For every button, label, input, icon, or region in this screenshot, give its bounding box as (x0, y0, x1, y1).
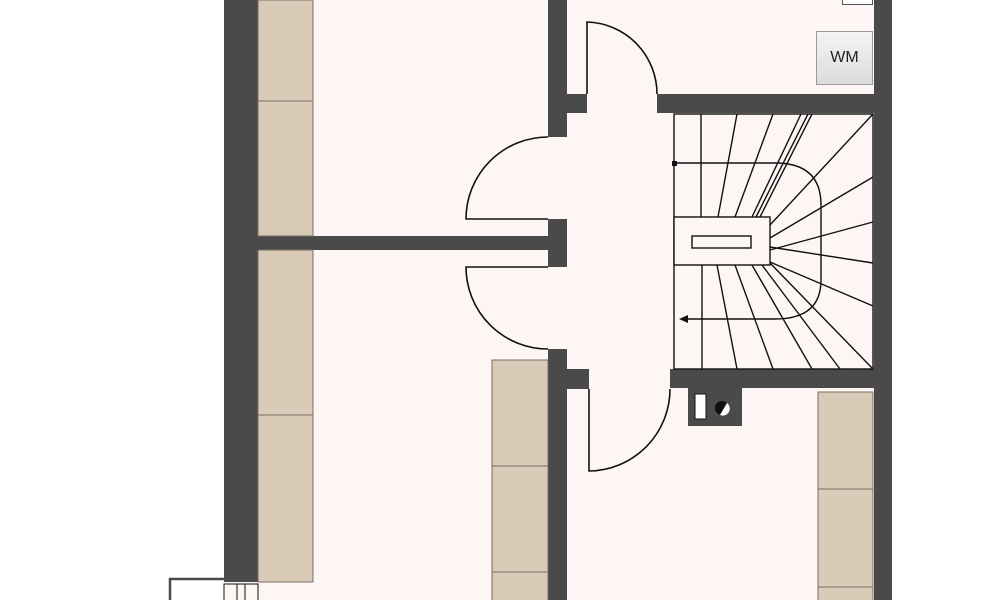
switch-icon (694, 393, 707, 420)
washing-machine[interactable]: WM (816, 31, 873, 85)
right-outer-wall (874, 0, 892, 600)
central-wall-stub-top (567, 94, 587, 113)
stair-start-marker (672, 161, 677, 166)
entrance-detail (168, 577, 224, 600)
door-lower-left-room[interactable] (465, 266, 549, 350)
central-wall-top (548, 0, 567, 137)
left-partition-wall (258, 236, 548, 250)
top-right-fixture (842, 0, 873, 5)
washing-machine-label: WM (830, 49, 859, 66)
outlet-icon-highlight (720, 403, 730, 416)
cabinets-upper-left (257, 0, 314, 237)
stair-bottom-wall (670, 369, 874, 388)
central-wall-bottom (548, 349, 567, 600)
cabinets-lower-left (257, 249, 314, 583)
central-wall-stub-bottom (567, 369, 589, 389)
cabinets-lower-right (817, 391, 874, 600)
door-upper-left-room[interactable] (465, 136, 549, 220)
stair-direction-arrow-icon (679, 315, 688, 323)
stair-top-wall (657, 94, 874, 113)
door-upper-right-room[interactable] (586, 21, 658, 95)
entrance-steps (223, 583, 259, 600)
cabinets-hallway (491, 359, 549, 600)
staircase[interactable] (673, 113, 874, 370)
left-outer-wall (224, 0, 258, 582)
door-lower-right-room[interactable] (588, 388, 671, 472)
central-wall-mid (548, 219, 567, 267)
